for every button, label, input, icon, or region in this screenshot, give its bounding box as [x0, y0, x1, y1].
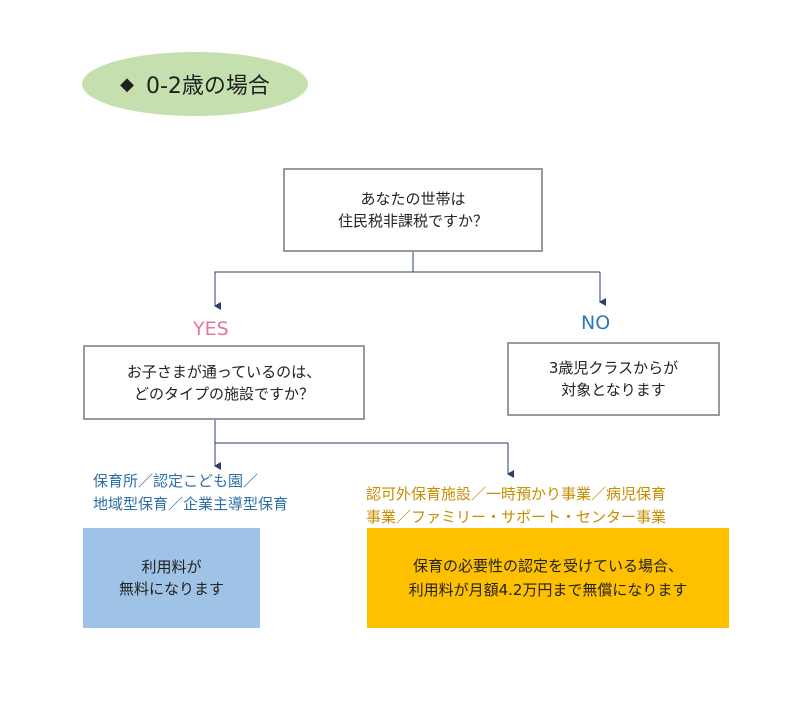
category-licensed-facilities: 保育所／認定こども園／ 地域型保育／企業主導型保育 [93, 470, 288, 516]
connector-q2-split [214, 420, 508, 444]
title-text: 0-2歳の場合 [145, 74, 270, 99]
result-right-line-2: 利用料が月額4.2万円まで無償になります [408, 581, 688, 599]
category-unlicensed-facilities: 認可外保育施設／一時預かり事業／病児保育 事業／ファミリー・サポート・センター事… [366, 483, 666, 529]
no-label: NO [581, 312, 611, 334]
category-left-line-2: 地域型保育／企業主導型保育 [93, 495, 289, 513]
category-left-line-1: 保育所／認定こども園／ [93, 472, 259, 490]
category-right-line-1: 認可外保育施設／一時預かり事業／病児保育 [366, 485, 667, 503]
result-left-line-2: 無料になります [118, 580, 224, 598]
category-right-line-2: 事業／ファミリー・サポート・センター事業 [366, 508, 667, 526]
diamond-icon: ◆ [120, 73, 134, 95]
connector-q1-split [214, 252, 600, 276]
question-facility-line-2: どのタイプの施設ですか？ [133, 384, 314, 403]
question-tax-box: あなたの世帯は 住民税非課税ですか？ [283, 168, 543, 252]
result-subsidy-box: 保育の必要性の認定を受けている場合、 利用料が月額4.2万円まで無償になります [367, 528, 729, 628]
question-tax-line-2: 住民税非課税ですか？ [337, 212, 488, 230]
no-result-line-2: 対象となります [561, 381, 666, 399]
question-facility-line-1: お子さまが通っているのは、 [126, 362, 322, 381]
result-right-line-1: 保育の必要性の認定を受けている場合、 [412, 557, 683, 575]
no-result-box: 3歳児クラスからが 対象となります [507, 342, 720, 416]
title-badge: ◆ 0-2歳の場合 [82, 52, 308, 116]
no-result-line-1: 3歳児クラスからが [548, 359, 679, 377]
result-left-line-1: 利用料が [141, 558, 202, 576]
question-facility-box: お子さまが通っているのは、 どのタイプの施設ですか？ [83, 345, 365, 420]
result-free-box: 利用料が 無料になります [83, 528, 260, 628]
question-tax-line-1: あなたの世帯は [360, 190, 466, 208]
yes-label: YES [193, 318, 229, 340]
